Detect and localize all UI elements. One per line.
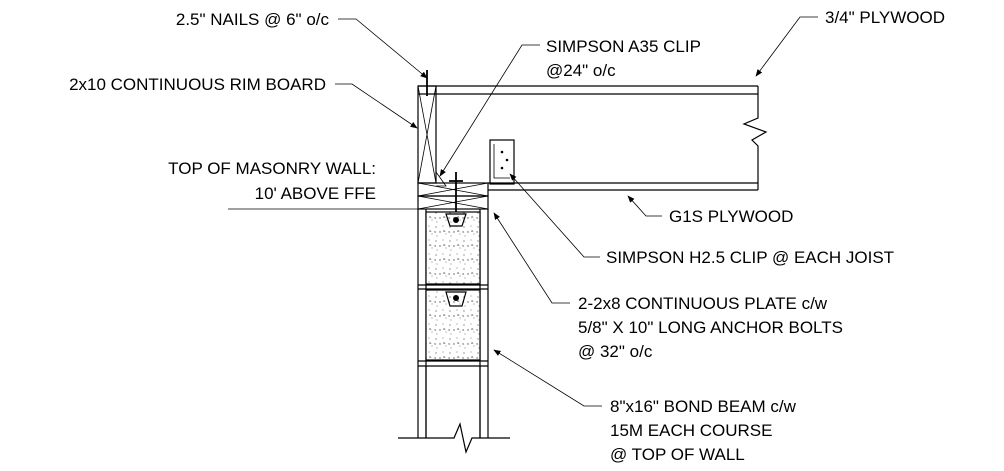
sill-plates bbox=[417, 172, 489, 279]
label-plate-line1: 2-2x8 CONTINUOUS PLATE c/w bbox=[578, 294, 828, 313]
leaders bbox=[335, 16, 818, 407]
label-bond-line2: 15M EACH COURSE bbox=[610, 421, 772, 440]
masonry-wall bbox=[398, 209, 510, 454]
label-bond-line1: 8"x16" BOND BEAM c/w bbox=[610, 397, 797, 416]
label-masonry-line1: TOP OF MASONRY WALL: bbox=[168, 159, 376, 178]
label-h25: SIMPSON H2.5 CLIP @ EACH JOIST bbox=[606, 248, 894, 267]
label-bond-line3: @ TOP OF WALL bbox=[610, 445, 745, 464]
label-a35-line1: SIMPSON A35 CLIP bbox=[546, 37, 701, 56]
label-a35-line2: @24" o/c bbox=[546, 61, 616, 80]
label-masonry-line2: 10' ABOVE FFE bbox=[255, 184, 376, 203]
label-plywood-top: 3/4" PLYWOOD bbox=[825, 8, 945, 27]
floor-assembly bbox=[417, 70, 768, 191]
label-g1s: G1S PLYWOOD bbox=[669, 207, 793, 226]
label-rim-board: 2x10 CONTINUOUS RIM BOARD bbox=[69, 75, 326, 94]
labels: 2.5" NAILS @ 6" o/c 3/4" PLYWOOD SIMPSON… bbox=[69, 8, 945, 464]
label-nails: 2.5" NAILS @ 6" o/c bbox=[176, 10, 330, 29]
label-plate-line2: 5/8" X 10" LONG ANCHOR BOLTS bbox=[578, 318, 843, 337]
label-plate-line3: @ 32" o/c bbox=[578, 342, 653, 361]
